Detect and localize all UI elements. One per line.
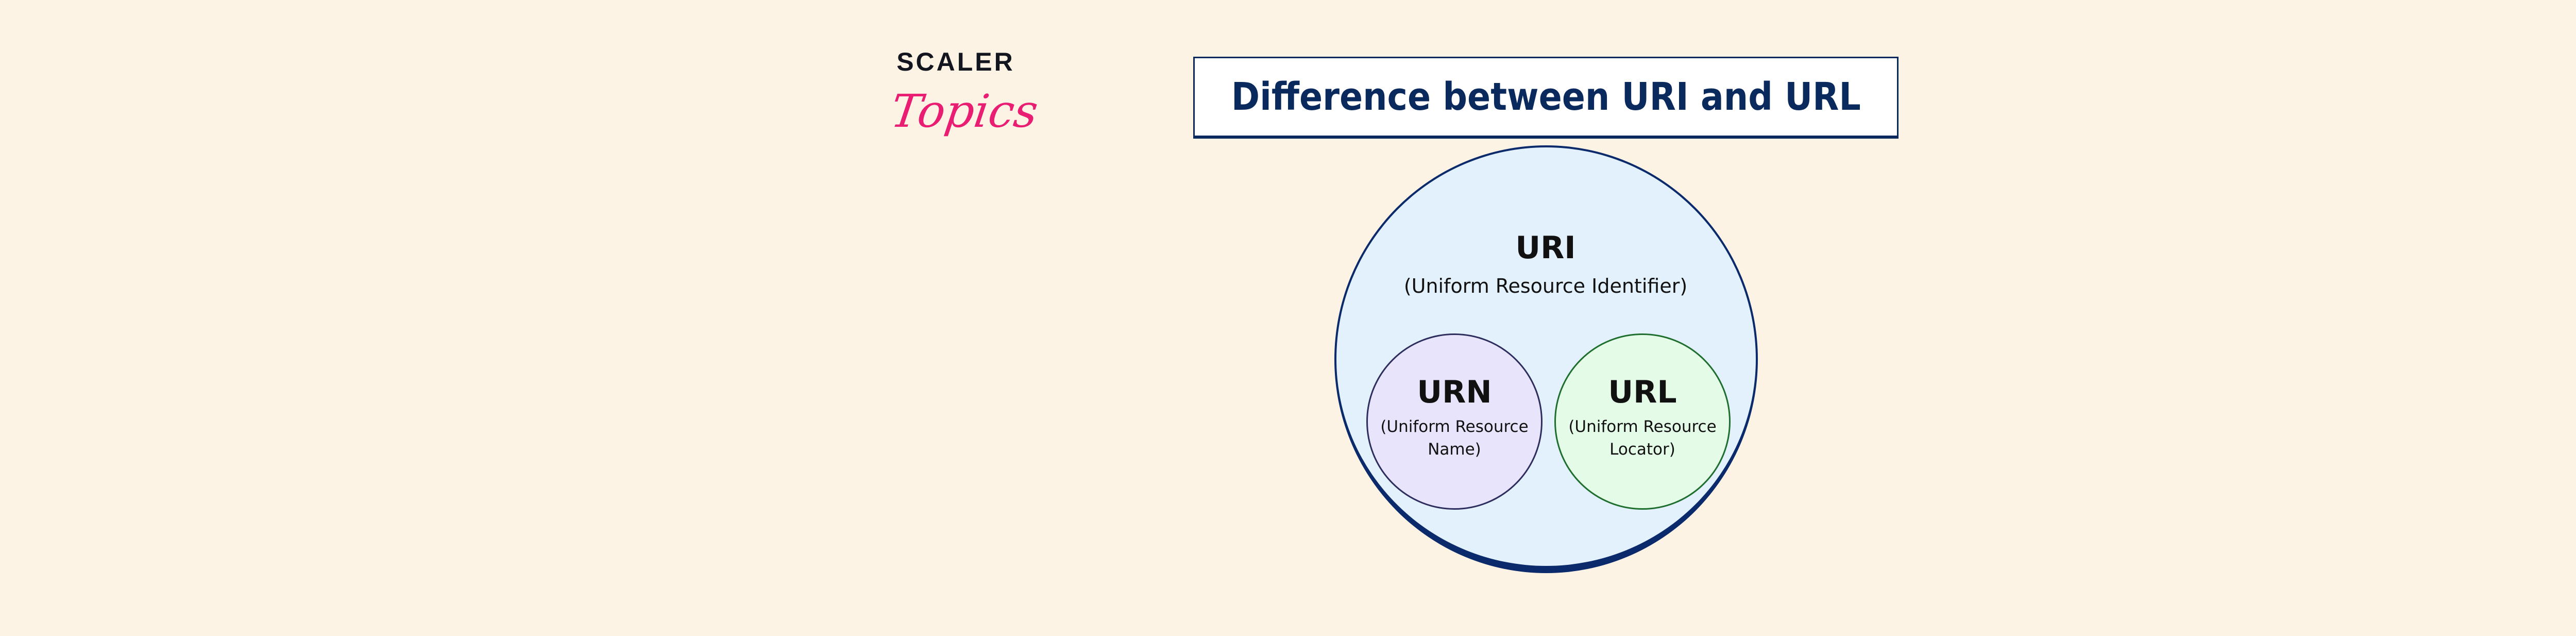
url-title: URL <box>1608 374 1677 410</box>
url-subtitle-line2: Locator) <box>1609 440 1675 459</box>
urn-subtitle-line2: Name) <box>1428 440 1481 459</box>
logo-topics-text: Topics <box>887 85 1042 138</box>
page-title: Difference between URI and URL <box>1231 75 1861 119</box>
urn-title: URN <box>1417 374 1492 410</box>
url-subtitle-line1: (Uniform Resource <box>1568 417 1717 436</box>
url-subtitle: (Uniform Resource Locator) <box>1554 415 1731 461</box>
title-box: Difference between URI and URL <box>1193 57 1899 139</box>
logo-scaler-text: SCALER <box>896 47 1015 76</box>
url-circle <box>1554 333 1731 510</box>
uri-subtitle: (Uniform Resource Identifier) <box>1403 275 1688 297</box>
uri-title: URI <box>1515 230 1576 266</box>
urn-subtitle-line1: (Uniform Resource <box>1380 417 1529 436</box>
urn-circle <box>1366 333 1543 510</box>
urn-subtitle: (Uniform Resource Name) <box>1366 415 1543 461</box>
